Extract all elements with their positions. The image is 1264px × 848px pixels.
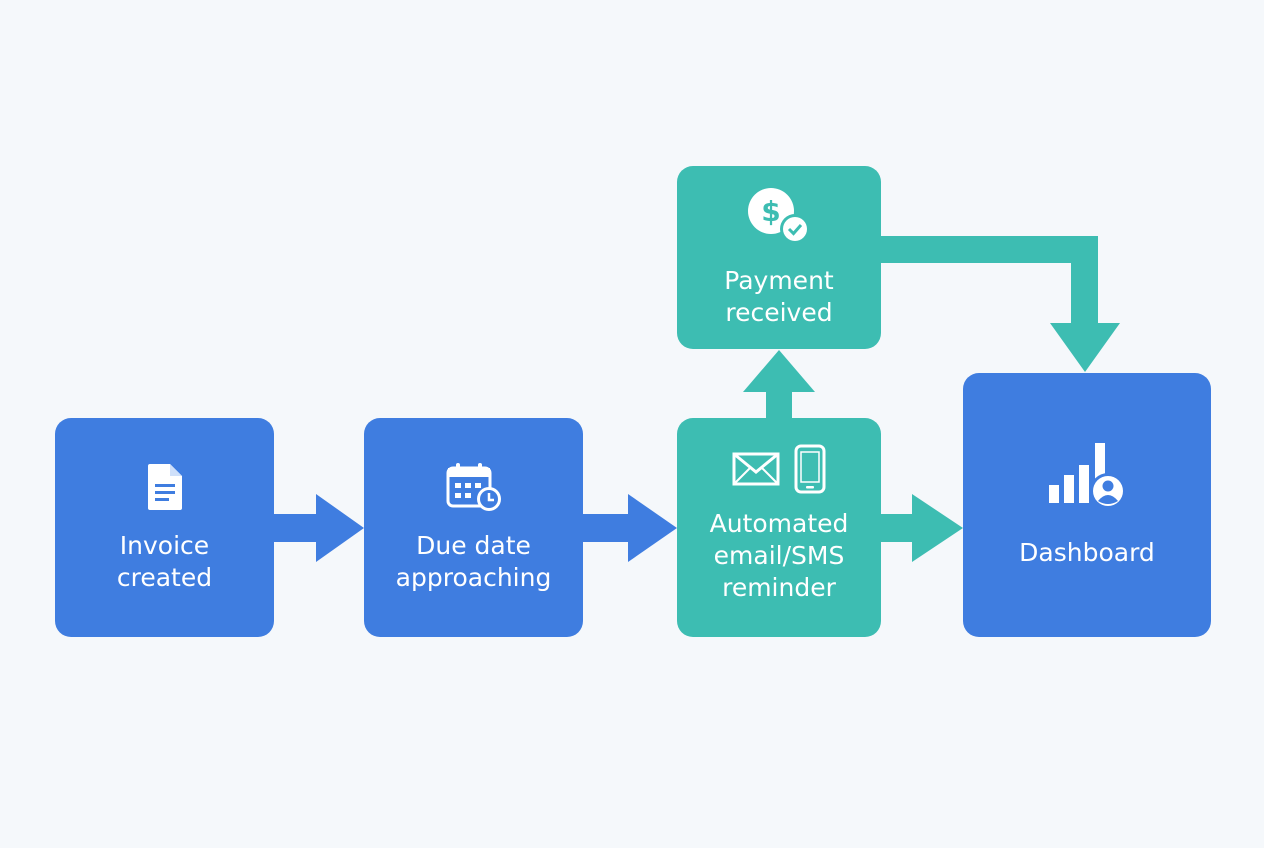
node-label: Automated email/SMS reminder: [709, 509, 849, 602]
envelope-icon: [732, 452, 780, 490]
node-label: Due date approaching: [395, 530, 552, 592]
node-label: Invoice created: [116, 530, 213, 592]
document-icon: [146, 462, 184, 516]
arrow-reminder-to-dashboard: [881, 494, 963, 562]
svg-text:$: $: [761, 195, 780, 228]
arrow-due-to-reminder: [583, 494, 677, 562]
bar-chart-user-icon: [1045, 441, 1129, 517]
node-label: Dashboard: [1019, 538, 1155, 567]
node-automated-reminder[interactable]: Automated email/SMS reminder: [677, 418, 881, 637]
arrow-reminder-to-payment: [743, 350, 815, 418]
phone-icon: [794, 444, 826, 498]
node-payment-received[interactable]: $ Payment received: [677, 166, 881, 349]
node-due-date-approaching[interactable]: Due date approaching: [364, 418, 583, 637]
calendar-clock-icon: [445, 462, 503, 516]
node-dashboard[interactable]: Dashboard: [963, 373, 1211, 637]
arrow-payment-to-dashboard: [881, 236, 1120, 372]
dollar-check-icon: $: [745, 187, 813, 249]
arrow-invoice-to-due: [274, 494, 364, 562]
node-invoice-created[interactable]: Invoice created: [55, 418, 274, 637]
node-label: Payment received: [724, 265, 834, 327]
